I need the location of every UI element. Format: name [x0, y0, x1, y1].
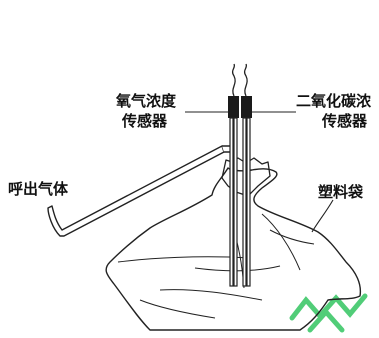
co2-sensor: [241, 96, 252, 287]
co2-sensor-label-line1: 二氧化碳浓: [296, 92, 372, 110]
plastic-bag-label: 塑料袋: [318, 183, 364, 201]
o2-sensor-label-line1: 氧气浓度: [116, 92, 177, 110]
leader-lines: [185, 111, 334, 233]
bag-neck: [221, 157, 271, 197]
o2-sensor: [228, 96, 239, 287]
watermark-logo: [289, 293, 368, 333]
o2-sensor-label-line2: 传感器: [122, 112, 168, 130]
co2-sensor-label-line2: 传感器: [322, 112, 368, 130]
plastic-bag: [105, 167, 362, 331]
sensor-wires: [231, 63, 248, 97]
exhaled-gas-label: 呼出气体: [8, 180, 69, 198]
exhale-tube: [47, 145, 225, 237]
